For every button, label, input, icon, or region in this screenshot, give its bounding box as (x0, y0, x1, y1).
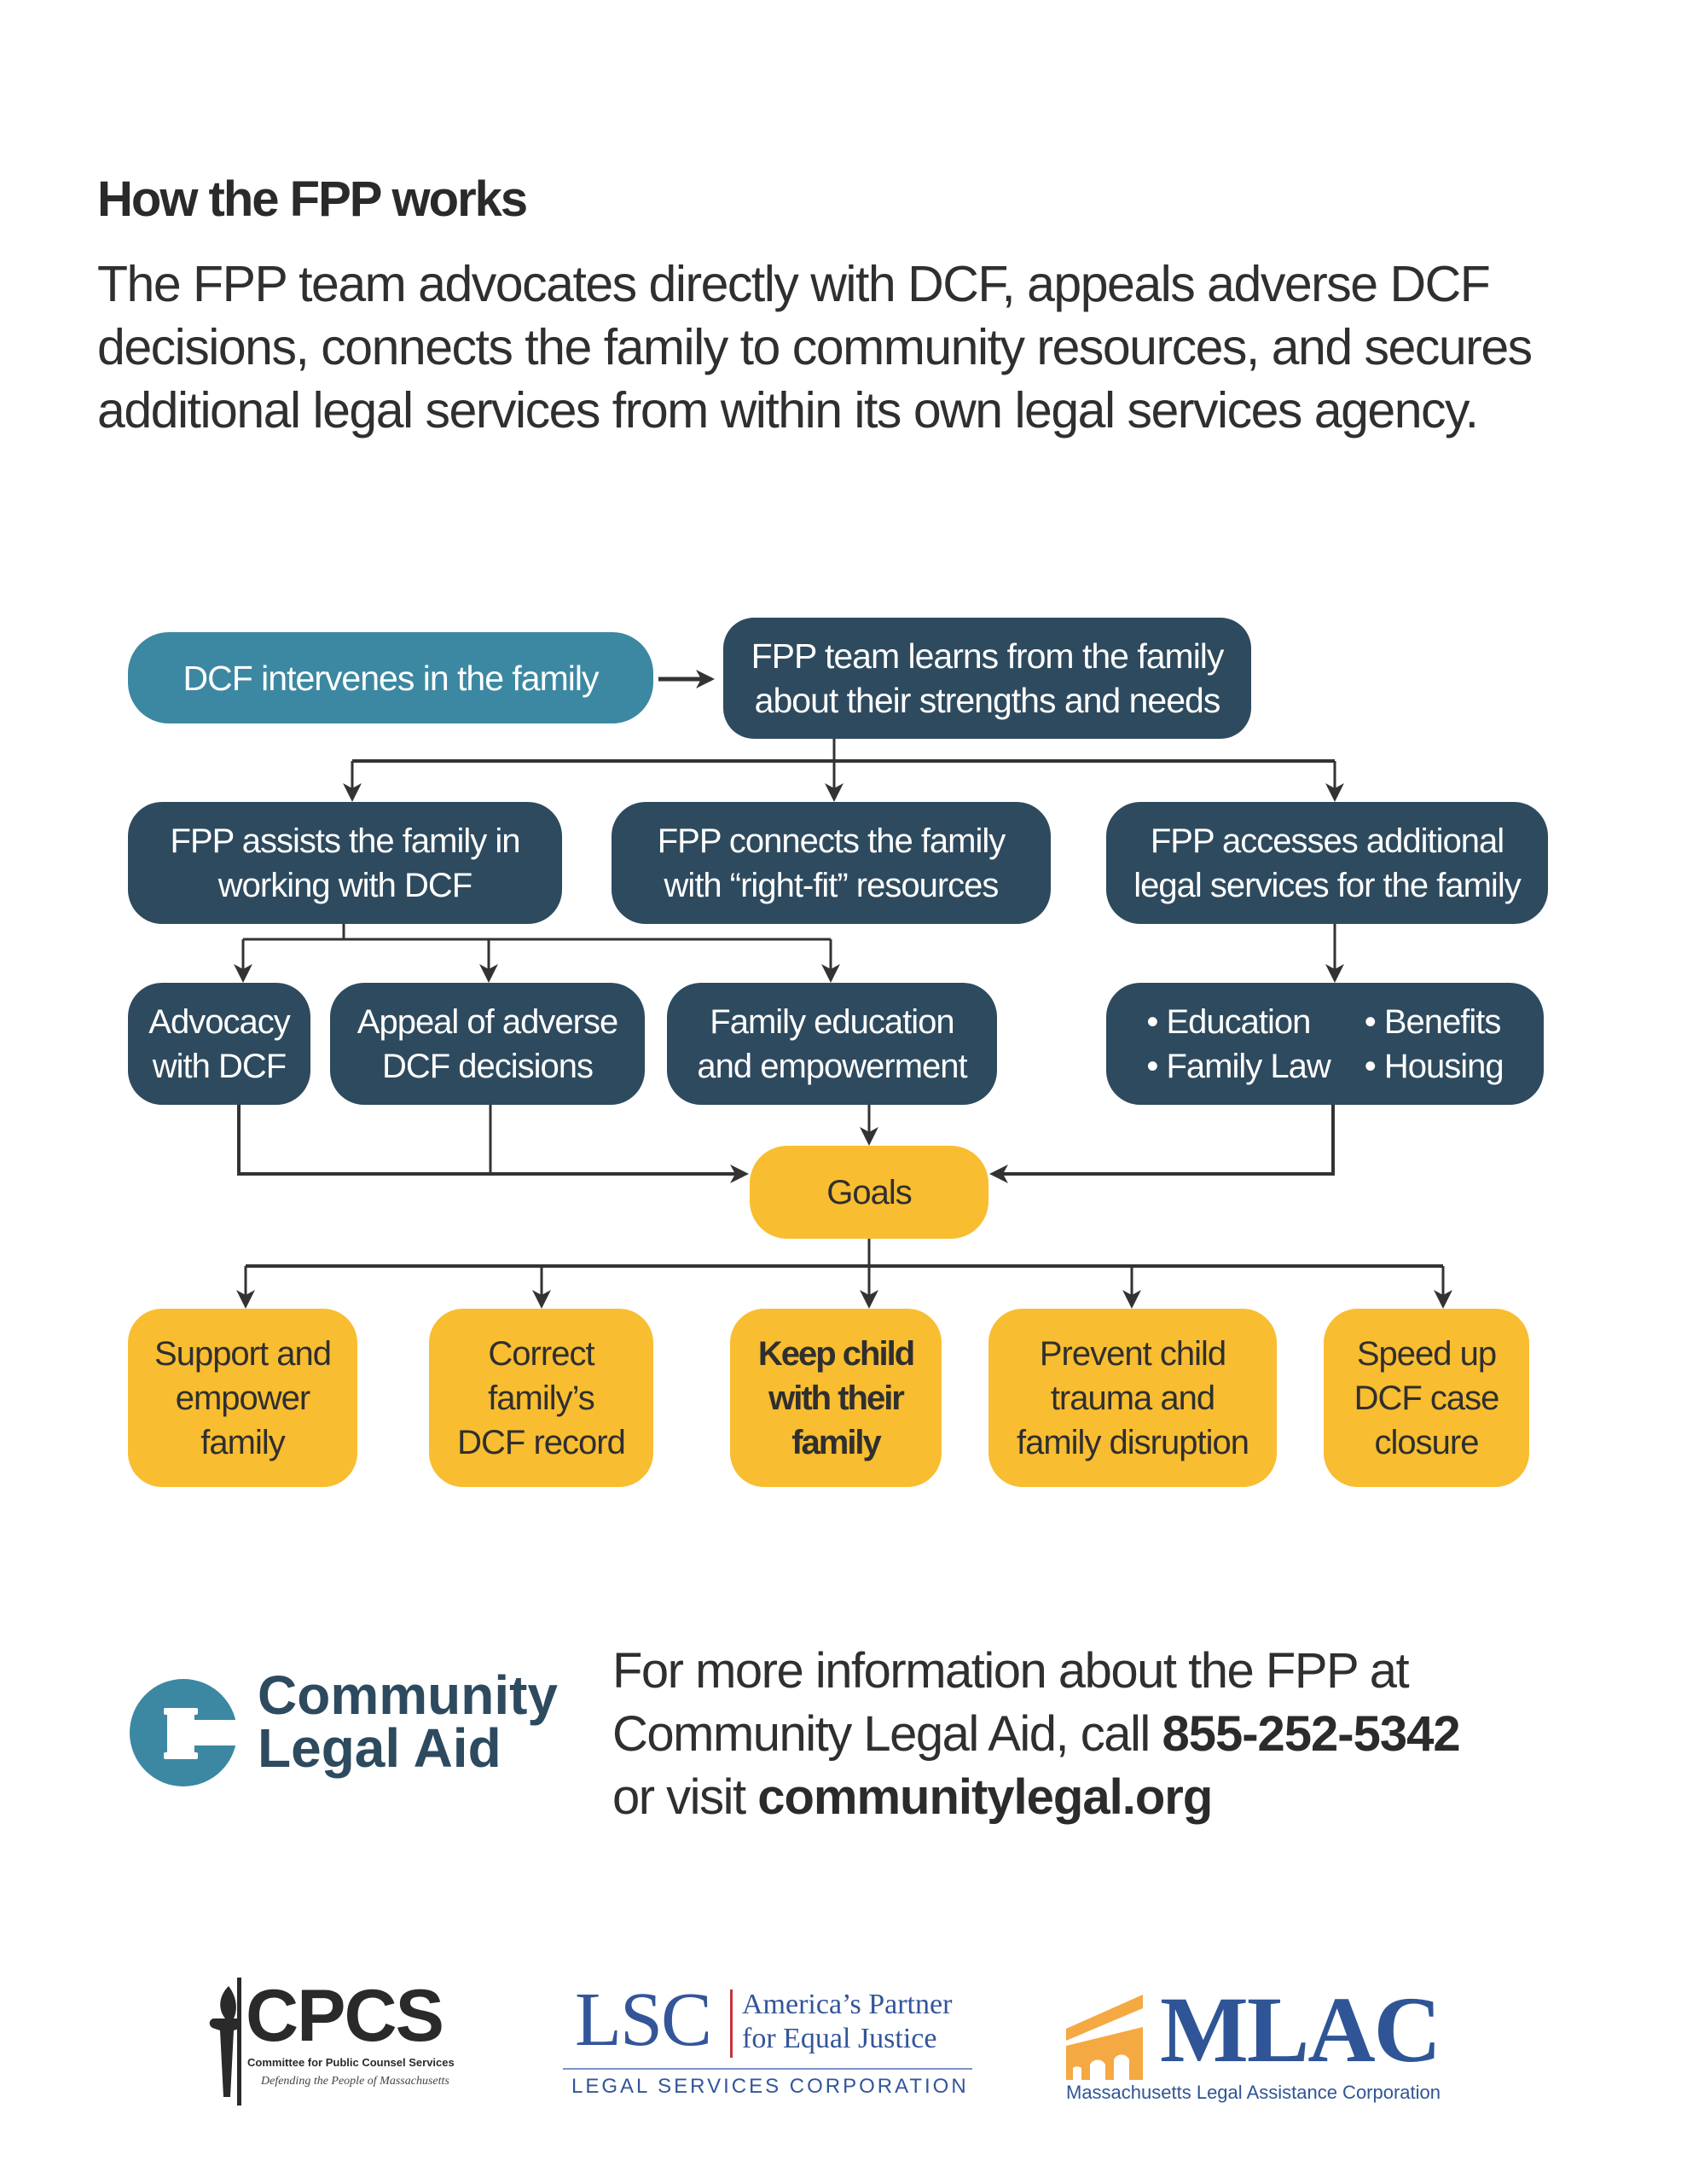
goal-line: DCF record (457, 1423, 626, 1461)
node-family-education: Family education and empowerment (667, 983, 997, 1105)
goal-prevent-trauma: Prevent child trauma and family disrupti… (988, 1309, 1277, 1487)
cla-wordmark-line: Legal Aid (258, 1717, 501, 1779)
goal-line: family (200, 1423, 285, 1461)
goal-line: family (791, 1423, 882, 1461)
goal-line: family disruption (1016, 1423, 1249, 1461)
lsc-rule (563, 2068, 972, 2070)
intro-line: additional legal services from within it… (97, 382, 1479, 439)
cpcs-mark: CPCS (246, 1975, 444, 2057)
node-label: with DCF (152, 1047, 287, 1085)
lsc-divider (730, 1989, 733, 2058)
node-fpp-accesses: FPP accesses additional legal services f… (1106, 802, 1548, 924)
node-fpp-team-learns: FPP team learns from the family about th… (723, 618, 1251, 739)
lsc-tagline: America’s Partner for Equal Justice (742, 1988, 952, 2056)
building-icon (1066, 1995, 1143, 2080)
service-item: • Housing (1364, 1047, 1504, 1085)
node-label: Appeal of adverse (357, 1002, 618, 1041)
intro-line: decisions, connects the family to commun… (97, 319, 1533, 375)
node-label: with “right-fit” resources (664, 866, 1000, 904)
contact-text: or visit (612, 1769, 758, 1825)
cla-wordmark-line: Community (258, 1664, 558, 1726)
goal-line: Keep child (757, 1334, 915, 1373)
goal-line: Support and (154, 1334, 332, 1373)
cpcs-name: Committee for Public Counsel Services (247, 2056, 455, 2069)
node-appeal: Appeal of adverse DCF decisions (330, 983, 645, 1105)
gavel-icon (130, 1679, 239, 1786)
lsc-mark: LSC (575, 1978, 712, 2062)
goal-line: DCF case (1354, 1379, 1500, 1417)
page-title: How the FPP works (97, 171, 528, 227)
node-dcf-intervenes: DCF intervenes in the family (128, 632, 653, 723)
goal-line: Correct (488, 1334, 594, 1373)
goal-line: with their (768, 1379, 905, 1417)
node-goals: Goals (750, 1146, 988, 1239)
contact-info: For more information about the FPP at Co… (612, 1640, 1461, 1829)
mlac-logo: MLAC Massachusetts Legal Assistance Corp… (1066, 1978, 1493, 2106)
cpcs-tagline: Defending the People of Massachusetts (261, 2075, 449, 2088)
goal-line: family’s (488, 1379, 595, 1417)
node-fpp-assists: FPP assists the family in working with D… (128, 802, 562, 924)
cla-wordmark: Community Legal Aid (258, 1664, 558, 1779)
intro-line: The FPP team advocates directly with DCF… (97, 256, 1491, 312)
node-advocacy: Advocacy with DCF (128, 983, 310, 1105)
goal-line: Speed up (1356, 1334, 1497, 1373)
website-link[interactable]: communitylegal.org (757, 1769, 1213, 1825)
node-label: FPP connects the family (657, 822, 1006, 860)
goal-support-family: Support and empower family (128, 1309, 357, 1487)
goal-keep-child: Keep child with their family (730, 1309, 942, 1487)
lsc-name: LEGAL SERVICES CORPORATION (571, 2075, 969, 2098)
contact-line: Community Legal Aid, call 855-252-5342 (612, 1703, 1461, 1766)
node-label: DCF intervenes in the family (183, 658, 600, 698)
phone-number[interactable]: 855-252-5342 (1162, 1706, 1460, 1762)
goal-correct-record: Correct family’s DCF record (429, 1309, 653, 1487)
node-label: and empowerment (697, 1047, 967, 1085)
mlac-mark: MLAC (1160, 1978, 1441, 2082)
mlac-name: Massachusetts Legal Assistance Corporati… (1066, 2082, 1441, 2103)
intro-paragraph: The FPP team advocates directly with DCF… (97, 253, 1632, 442)
node-label: working with DCF (217, 866, 472, 904)
lsc-logo: LSC America’s Partner for Equal Justice … (563, 1978, 972, 2106)
services-list: • Education • Benefits • Family Law • Ho… (1146, 1000, 1504, 1089)
service-item: • Education (1146, 1002, 1311, 1041)
node-fpp-connects: FPP connects the family with “right-fit”… (612, 802, 1051, 924)
node-label: legal services for the family (1133, 866, 1521, 904)
community-legal-aid-logo: Community Legal Aid (128, 1668, 558, 1793)
cpcs-logo: CPCS Committee for Public Counsel Servic… (205, 1978, 486, 2106)
connector-advocacy-to-goals (237, 1105, 749, 1183)
contact-line: For more information about the FPP at (612, 1643, 1410, 1699)
connector-services-to-goals (989, 1105, 1335, 1183)
node-label: FPP accesses additional (1150, 822, 1504, 860)
node-legal-services-list: • Education • Benefits • Family Law • Ho… (1106, 983, 1544, 1105)
node-label: about their strengths and needs (754, 681, 1221, 720)
goal-line: Prevent child (1039, 1334, 1226, 1373)
node-label: Advocacy (148, 1002, 290, 1041)
torch-icon (209, 1978, 241, 2106)
node-label: FPP assists the family in (170, 822, 521, 860)
goal-line: empower (175, 1379, 311, 1417)
goal-line: closure (1374, 1423, 1480, 1461)
node-label: Goals (826, 1173, 912, 1211)
lsc-tagline-line: for Equal Justice (742, 2023, 937, 2054)
lsc-tagline-line: America’s Partner (742, 1989, 953, 2020)
node-label: DCF decisions (381, 1047, 594, 1085)
contact-line: or visit communitylegal.org (612, 1766, 1460, 1829)
service-item: • Family Law (1146, 1047, 1330, 1085)
service-item: • Benefits (1364, 1002, 1502, 1041)
node-label: FPP team learns from the family (751, 636, 1225, 676)
goal-speed-closure: Speed up DCF case closure (1324, 1309, 1529, 1487)
goal-line: trauma and (1050, 1379, 1215, 1417)
node-label: Family education (710, 1002, 954, 1041)
contact-text: Community Legal Aid, call (612, 1706, 1162, 1762)
